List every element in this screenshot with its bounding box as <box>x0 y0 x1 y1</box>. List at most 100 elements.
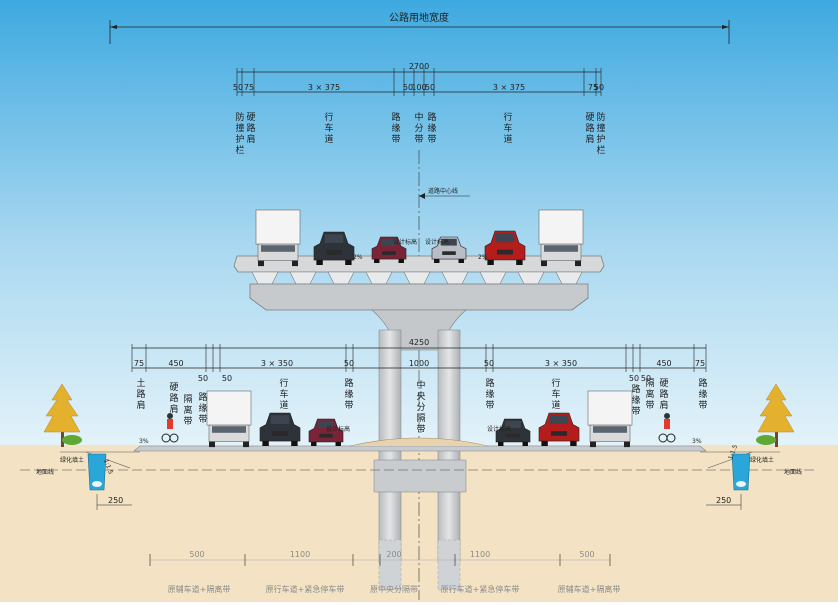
upper-label-6: 行车道 <box>503 111 512 145</box>
ground-line-label-right: 地面线 <box>784 468 802 476</box>
lower-total-width: 4250 <box>409 338 429 347</box>
upper-design-elevation-left: 设计标高 <box>393 238 417 246</box>
existing-dim-0: 500 <box>189 550 204 559</box>
existing-dim-3: 1100 <box>470 550 490 559</box>
existing-label-0: 原辅车道+隔离带 <box>168 584 231 594</box>
land-width-title: 公路用地宽度 <box>389 11 449 24</box>
lower-design-elevation-left: 设计标高 <box>326 425 350 433</box>
lower-dim-9: 50 <box>629 374 639 383</box>
upper-label-2: 行车道 <box>324 111 333 145</box>
lower-design-elevation-right: 设计标高 <box>487 425 511 433</box>
truck-icon-upper-right <box>538 209 584 267</box>
lower-label-1: 硬路肩 <box>169 382 178 415</box>
lower-dim-4: 3 × 350 <box>261 359 293 368</box>
upper-dim-4: 100 <box>411 83 426 92</box>
car-icon-upper-1 <box>313 231 355 265</box>
truck-icon-lower-right <box>587 390 633 448</box>
existing-dim-2: 200 <box>386 550 401 559</box>
cyclist-icon-left <box>161 413 179 443</box>
ditch-width-right: 250 <box>716 496 731 505</box>
lower-label-8: 行车道 <box>551 377 560 411</box>
upper-dim-6: 3 × 375 <box>493 83 525 92</box>
lower-label-5: 路缘带 <box>344 377 353 411</box>
side-slope-left: 1:1.5 <box>102 458 114 475</box>
upper-vehicles <box>255 209 584 267</box>
lower-label-12: 路缘带 <box>698 377 707 411</box>
tree-icon-left <box>43 383 82 447</box>
upper-label-3: 路缘带 <box>391 111 400 145</box>
upper-dim-8: 50 <box>594 83 604 92</box>
lower-vehicles <box>161 390 676 448</box>
lower-label-10: 隔离带 <box>645 378 654 411</box>
lower-label-6: 中央分隔带 <box>416 379 425 435</box>
lower-dim-5: 50 <box>344 359 354 368</box>
lower-dim-11: 450 <box>656 359 671 368</box>
upper-dim-5: 50 <box>425 83 435 92</box>
lower-slope-left: 3% <box>139 438 149 445</box>
upper-dim-2: 3 × 375 <box>308 83 340 92</box>
fill-label-left: 绿化填土 <box>60 456 84 464</box>
road-centerline: 道路中心线 <box>418 150 470 600</box>
car-icon-upper-2 <box>371 236 407 263</box>
upper-label-4: 中分带 <box>414 111 423 145</box>
lower-slope-right: 3% <box>692 438 702 445</box>
lower-label-0: 土路肩 <box>136 377 145 411</box>
upper-label-5: 路缘带 <box>427 111 436 145</box>
car-icon-upper-4 <box>484 230 526 265</box>
upper-design-elevation-right: 设计标高 <box>425 238 449 246</box>
upper-label-7: 硬路肩 <box>585 112 594 145</box>
car-icon-lower-1 <box>259 412 301 446</box>
lower-dim-0: 75 <box>134 359 144 368</box>
existing-dim-4: 500 <box>579 550 594 559</box>
lower-dim-7: 50 <box>484 359 494 368</box>
land-width-dimension: 公路用地宽度 <box>109 11 730 44</box>
cyclist-icon-right <box>658 413 676 443</box>
ditch-width-left: 250 <box>108 496 123 505</box>
lower-dim-12: 75 <box>695 359 705 368</box>
ground-road <box>20 437 818 471</box>
lower-label-9: 路缘带 <box>631 383 640 417</box>
upper-label-0: 防撞护栏 <box>235 111 244 156</box>
tree-icon-right <box>756 383 795 447</box>
upper-dim-1: 75 <box>244 83 254 92</box>
upper-label-1: 硬路肩 <box>246 112 255 145</box>
lower-dim-3: 50 <box>222 374 232 383</box>
car-icon-upper-3 <box>431 236 467 263</box>
fill-label-right: 绿化填土 <box>750 456 774 464</box>
upper-slope-left: 2% <box>353 254 363 261</box>
lower-dim-8: 3 × 350 <box>545 359 577 368</box>
centerline-label: 道路中心线 <box>428 187 458 195</box>
truck-icon-upper-left <box>255 209 301 267</box>
existing-label-1: 原行车道+紧急停车带 <box>266 584 345 594</box>
car-icon-lower-3 <box>495 418 531 446</box>
existing-label-4: 原辅车道+隔离带 <box>558 584 621 594</box>
existing-label-3: 原行车道+紧急停车带 <box>441 584 520 594</box>
upper-dim-7: 75 <box>588 83 598 92</box>
lower-label-7: 路缘带 <box>485 377 494 411</box>
car-icon-lower-2 <box>308 418 344 446</box>
side-slope-right: 1:1.5 <box>727 444 739 461</box>
lower-label-11: 硬路肩 <box>659 378 668 411</box>
lower-dim-10: 50 <box>641 374 651 383</box>
lower-dim-2: 50 <box>198 374 208 383</box>
existing-label-2: 原中央分隔带 <box>370 584 418 594</box>
upper-dim-0: 50 <box>233 83 243 92</box>
lower-dim-1: 450 <box>168 359 183 368</box>
lower-label-2: 隔离带 <box>183 394 192 427</box>
lower-label-3: 路缘带 <box>198 391 207 425</box>
ditch-right: 250 <box>706 453 751 510</box>
lower-dim-6: 1000 <box>409 359 429 368</box>
lower-label-4: 行车道 <box>279 377 288 411</box>
truck-icon-lower-left <box>206 390 252 448</box>
car-icon-lower-4 <box>538 412 580 446</box>
upper-dim-3: 50 <box>403 83 413 92</box>
ground-line-label-left: 地面线 <box>36 468 54 476</box>
upper-slope-right: 2% <box>478 254 488 261</box>
upper-total-width: 2700 <box>409 62 429 71</box>
ditch-left: 250 <box>87 453 132 510</box>
